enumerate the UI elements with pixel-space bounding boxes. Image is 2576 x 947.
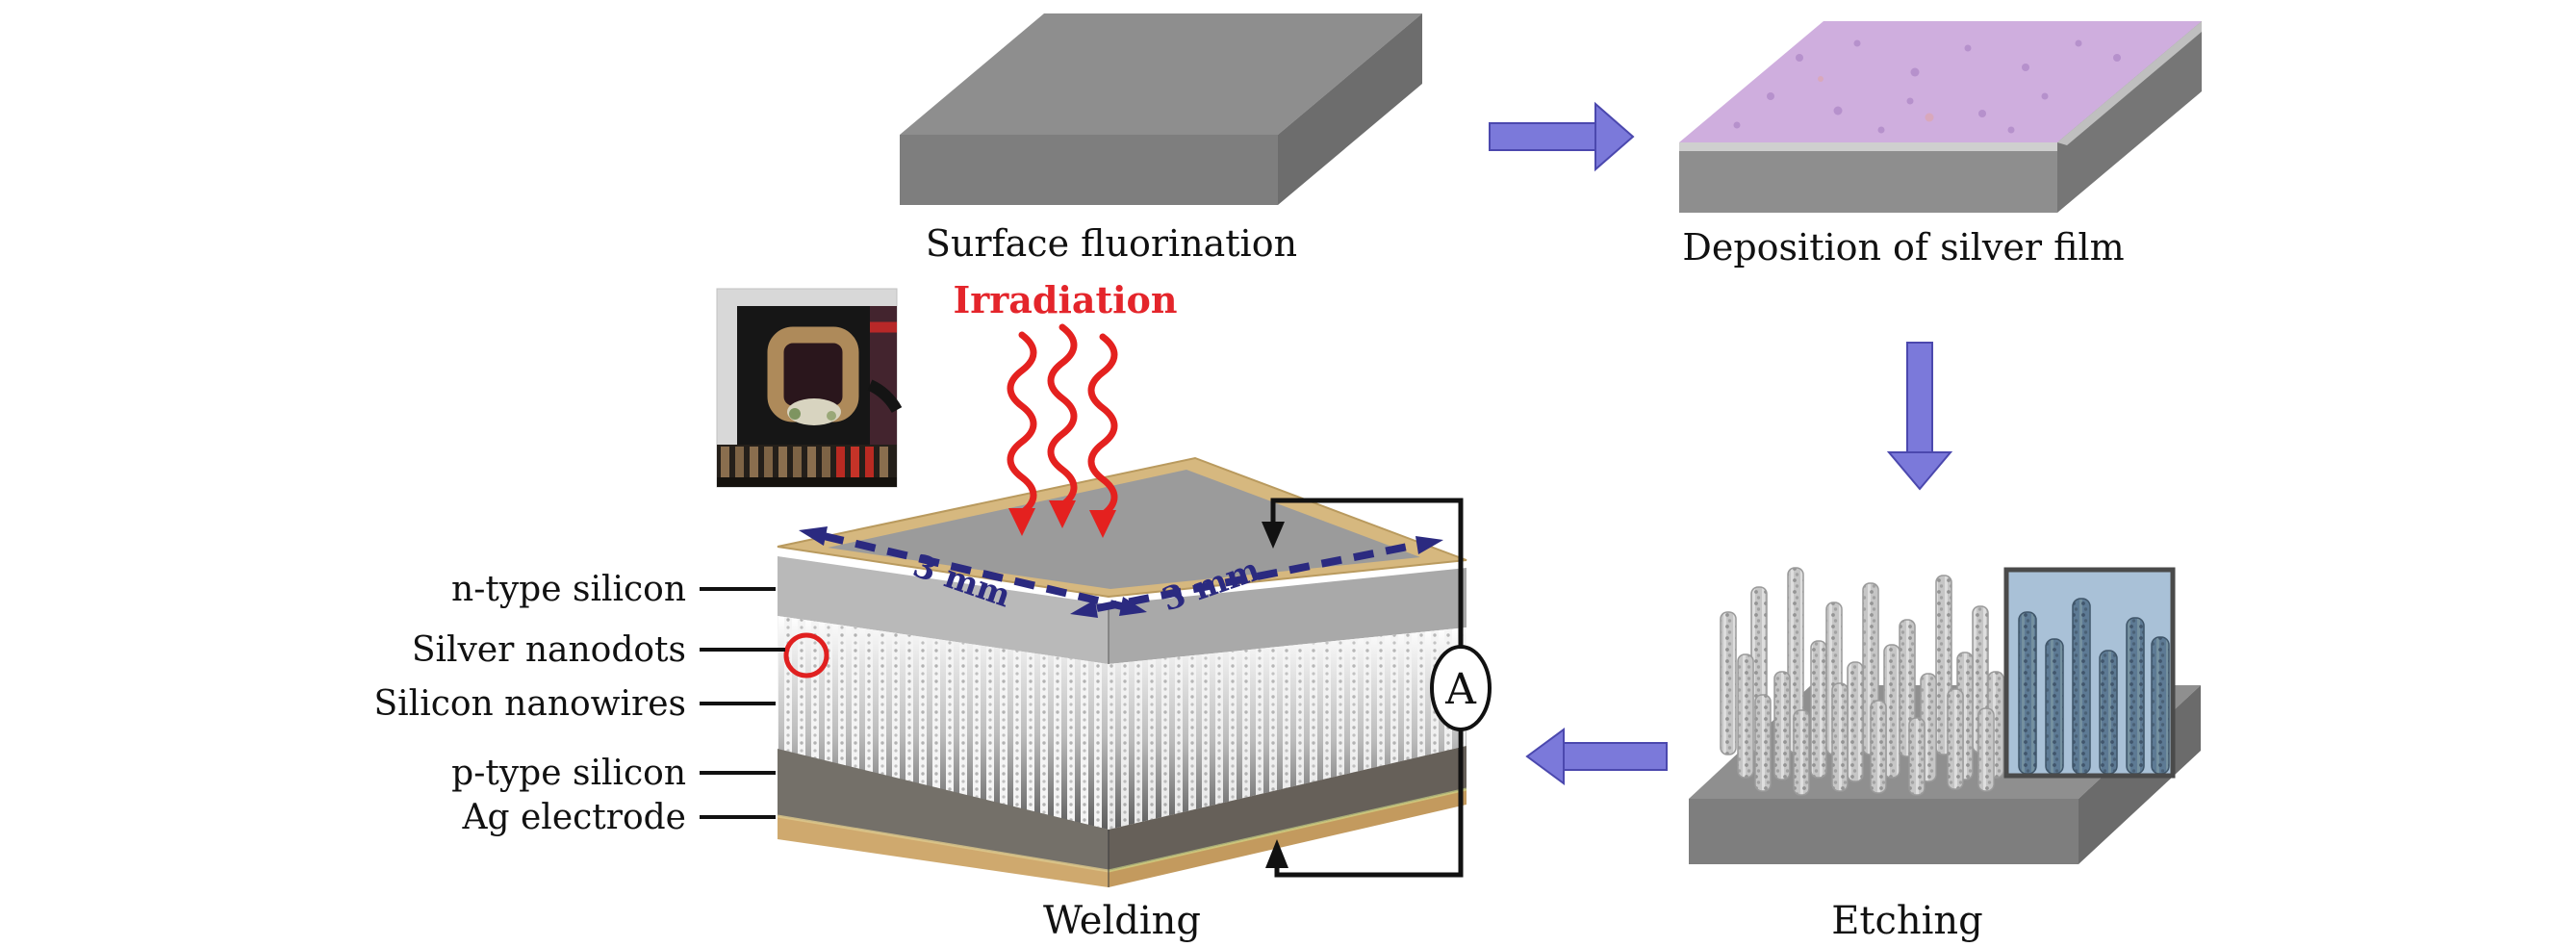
n-silicon-front-right (1109, 568, 1467, 664)
process-arrow-right-icon (1489, 101, 1635, 172)
device-nanowire-band (778, 616, 1467, 830)
process-arrow-left-icon (1525, 728, 1668, 785)
layer-label-n-type-silicon: n-type silicon (451, 570, 686, 609)
fluorination-slab (900, 13, 1422, 205)
step-label-etching: Etching (1831, 899, 1983, 943)
etching-nanowires (1720, 567, 2004, 796)
layer-label-silicon-nanowires: Silicon nanowires (374, 684, 687, 724)
irradiation-label: Irradiation (953, 278, 1177, 321)
irradiation-arrows-icon (1007, 323, 1118, 538)
step-label-fluorination: Surface fluorination (926, 222, 1297, 265)
photo-pins (721, 447, 888, 481)
silver-film-speckles (1733, 39, 2121, 134)
ag-electrode-right (1109, 789, 1467, 887)
measurement-circuit: A (1262, 498, 1492, 878)
layer-label-silver-nanodots: Silver nanodots (412, 630, 686, 670)
layer-pointer-lines (700, 587, 785, 819)
p-silicon-front-left (778, 749, 1109, 871)
device-photo-inset (716, 288, 903, 488)
silver-nanodot-highlight-circle-icon (783, 632, 829, 678)
ammeter-label: A (1444, 665, 1477, 714)
ag-electrode-left (778, 816, 1109, 887)
silver-film-slab (1679, 21, 2202, 213)
dimension-arrows (799, 526, 1443, 618)
step-label-welding: Welding (1043, 899, 1201, 943)
n-silicon-top-face (828, 470, 1420, 589)
circuit-arrow-bottom-icon (1265, 839, 1288, 868)
ammeter-icon (1430, 645, 1492, 731)
welding-device (777, 456, 1467, 887)
layer-label-p-type-silicon: p-type silicon (451, 754, 686, 793)
n-silicon-front-left (778, 556, 1109, 664)
step-label-deposition: Deposition of silver film (1682, 226, 2124, 269)
circuit-arrow-top-icon (1262, 522, 1285, 549)
p-silicon-front-right (1109, 746, 1467, 871)
process-arrow-down-icon (1886, 342, 1953, 491)
etching-inset-zoom (2003, 567, 2176, 779)
layer-label-ag-electrode: Ag electrode (462, 798, 686, 837)
